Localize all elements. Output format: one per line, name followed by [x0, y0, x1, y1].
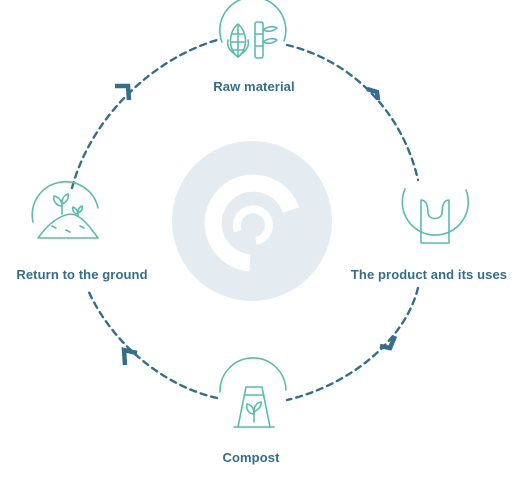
stage-label-product: The product and its uses — [350, 267, 508, 282]
arrow-raw-to-product — [285, 43, 420, 182]
arrow-product-to-compost — [285, 286, 420, 402]
compost-bin-icon — [219, 357, 287, 428]
sprouting-soil-icon — [31, 181, 99, 239]
chevron-down-right-icon — [366, 86, 381, 101]
plastic-bag-icon — [401, 188, 470, 244]
arrow-compost-to-ground — [86, 288, 219, 400]
stage-label-raw-material: Raw material — [213, 79, 295, 94]
arrow-ground-to-raw — [70, 38, 219, 190]
cycle-logo-icon — [172, 141, 332, 301]
chevron-down-left-icon — [379, 335, 398, 351]
corn-bamboo-icon — [219, 0, 287, 59]
chevron-up-right-icon — [115, 83, 132, 101]
stage-label-return-to-ground: Return to the ground — [16, 267, 148, 282]
chevron-up-left-icon — [121, 347, 138, 366]
stage-label-compost: Compost — [222, 450, 280, 465]
